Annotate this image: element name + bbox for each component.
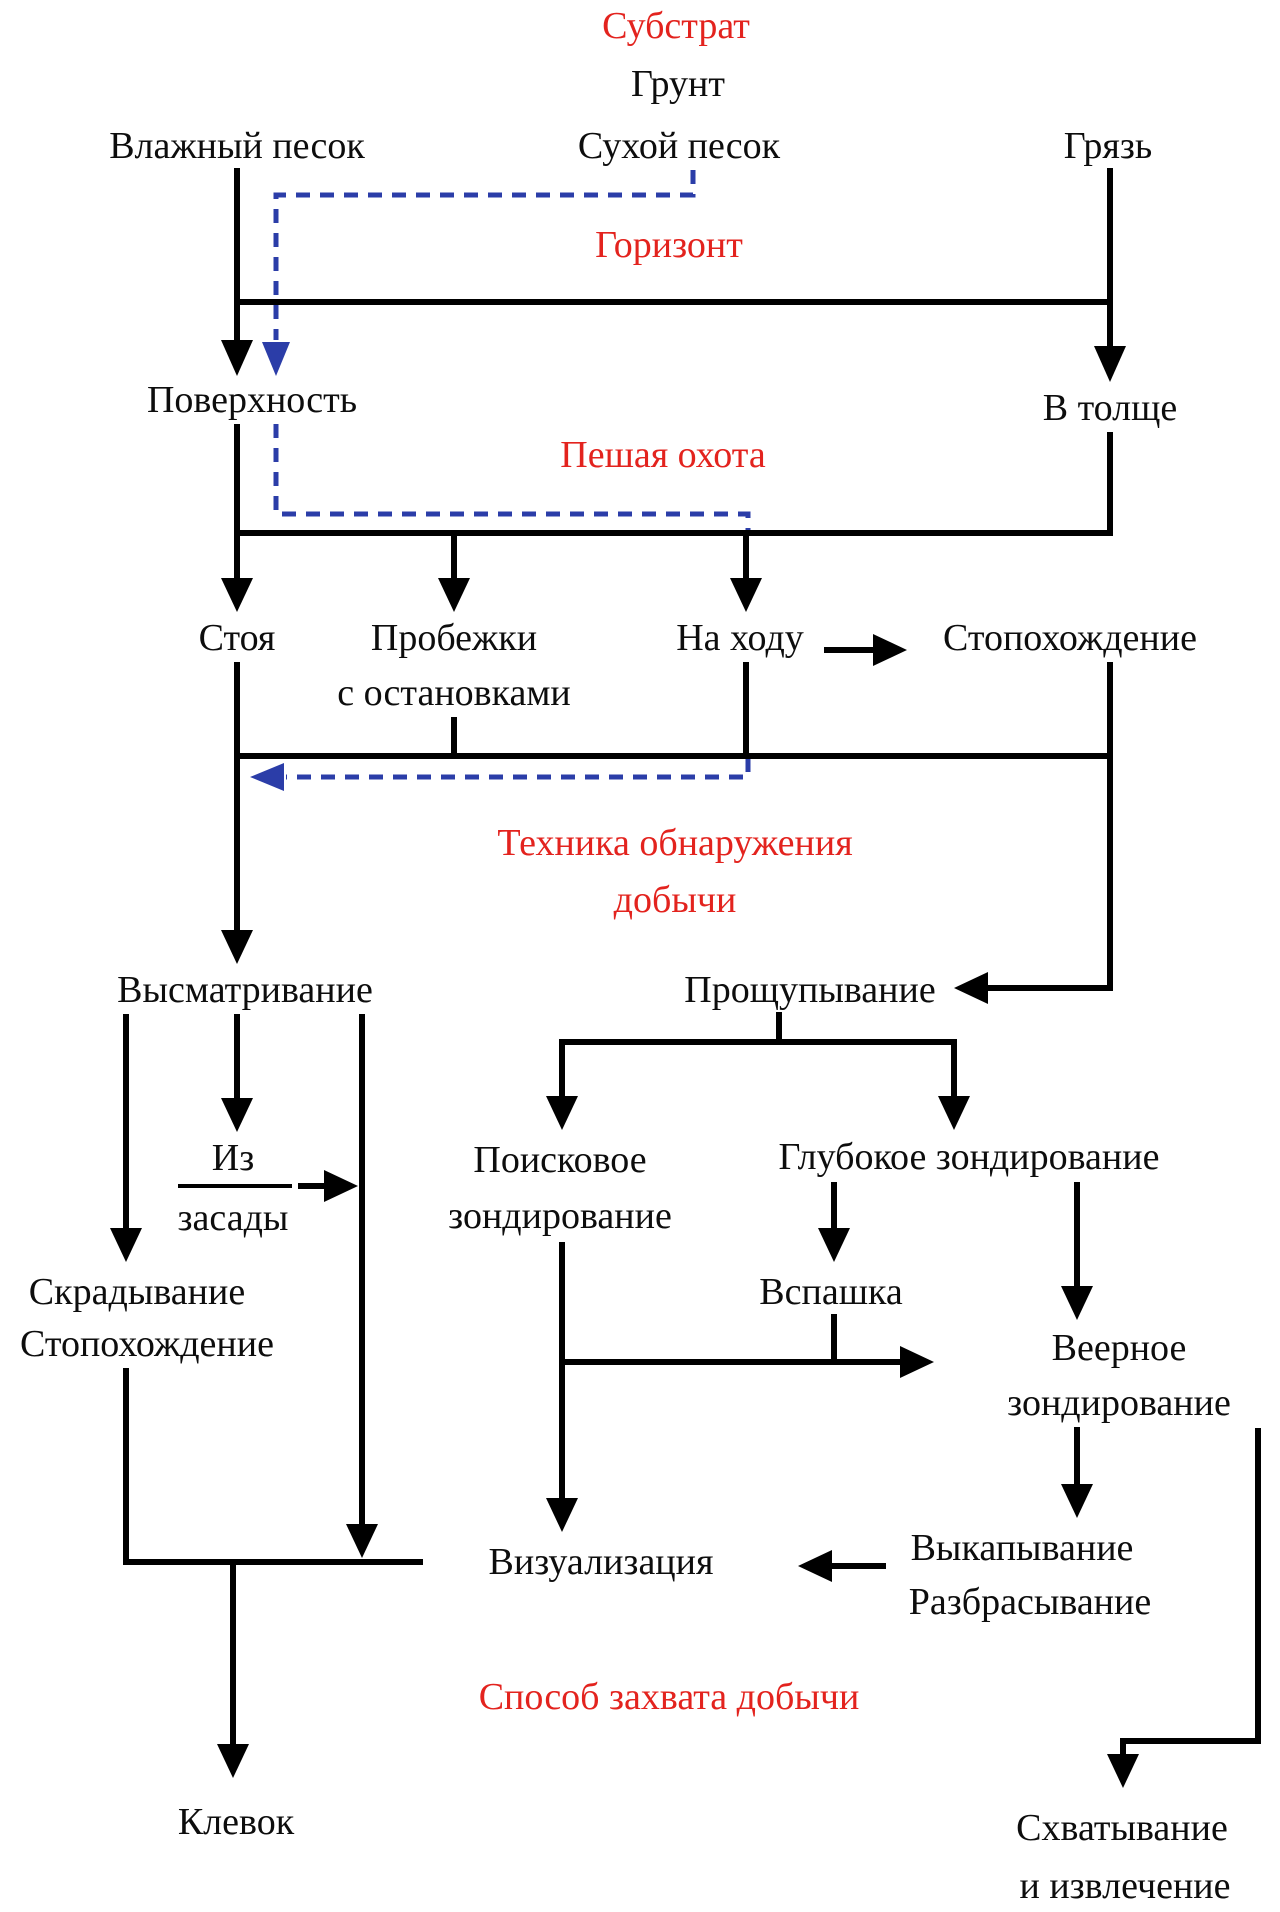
arrowhead-standing (221, 578, 253, 612)
arrowhead-peck (217, 1744, 249, 1778)
node-mud: Грязь (1063, 125, 1153, 167)
arrowhead-footwalking (873, 634, 907, 666)
black-arrowheads (110, 340, 1139, 1788)
arrowhead-deepprobing (938, 1096, 970, 1130)
arrowhead-bypass-junction (346, 1524, 378, 1558)
edge-stalking-junction (123, 1368, 423, 1565)
black-connectors (123, 168, 1261, 1756)
prey-detection-header-line1: Техника обнаружения (497, 822, 853, 864)
node-grasping-line2: и извлечение (1019, 1865, 1231, 1907)
node-foot-walking: Стопохождение (943, 617, 1197, 659)
arrowhead-plowing (818, 1228, 850, 1262)
blue-arrowhead-standing (250, 763, 284, 791)
walking-hunt-header: Пешая охота (560, 434, 766, 476)
arrowhead-searchprobing (546, 1096, 578, 1130)
node-dry-sand: Сухой песок (577, 125, 781, 167)
node-visualization: Визуализация (488, 1541, 714, 1583)
node-grasping-line1: Схватывание (1016, 1807, 1228, 1849)
node-surface: Поверхность (146, 379, 358, 421)
prey-capture-header: Способ захвата добычи (478, 1676, 860, 1718)
blue-edge-return-standing (286, 758, 751, 780)
arrowhead-ambush (221, 1098, 253, 1132)
arrowhead-probing (954, 972, 988, 1004)
node-fan-probing-line1: Веерное (1051, 1327, 1187, 1369)
horizon-header: Горизонт (595, 224, 743, 266)
arrowhead-fanprobing-merge (900, 1346, 934, 1378)
node-peck: Клевок (177, 1801, 295, 1843)
arrowhead-surface (221, 340, 253, 376)
node-search-probing-line1: Поисковое (473, 1139, 647, 1181)
node-in-depth: В толще (1042, 387, 1178, 429)
arrowhead-indepth (1094, 346, 1126, 382)
arrowhead-visualization-left (798, 1550, 832, 1582)
node-deep-probing: Глубокое зондирование (778, 1136, 1160, 1178)
node-wet-sand: Влажный песок (109, 125, 365, 167)
arrowhead-digging (1061, 1484, 1093, 1518)
blue-dashed-routes (250, 170, 751, 791)
arrowhead-fanprobing (1061, 1286, 1093, 1320)
arrowhead-stalking (110, 1228, 142, 1262)
blue-edge-surface-huntline (273, 424, 751, 532)
node-ambush-line1: Из (211, 1137, 255, 1179)
arrowhead-onthemove (730, 578, 762, 612)
node-looking-out: Высматривание (117, 969, 373, 1011)
arrowhead-ambush-merge (324, 1170, 358, 1202)
prey-detection-header-line2: добычи (613, 879, 737, 921)
node-stalking-line1: Скрадывание (28, 1271, 246, 1313)
arrowhead-runs (438, 578, 470, 612)
node-stalking-line2: Стопохождение (20, 1323, 274, 1365)
node-runs-line1: Пробежки (370, 617, 538, 659)
node-standing: Стоя (198, 617, 276, 659)
node-search-probing-line2: зондирование (448, 1195, 672, 1237)
node-ground: Грунт (630, 63, 726, 105)
edge-footwalking-probing (988, 662, 1113, 991)
blue-edge-drysand-surface (273, 170, 696, 340)
node-fan-probing-line2: зондирование (1007, 1382, 1231, 1424)
blue-arrowhead-surface (262, 342, 290, 376)
edge-fan-grasping (1120, 1428, 1261, 1756)
node-digging-line2: Разбрасывание (908, 1581, 1152, 1623)
node-ambush-line2: засады (177, 1197, 289, 1239)
node-on-the-move: На ходу (676, 617, 804, 659)
arrowhead-visualization (546, 1498, 578, 1532)
node-plowing: Вспашка (759, 1271, 903, 1313)
edge-probing-split (559, 1012, 957, 1045)
arrowhead-grasping (1107, 1754, 1139, 1788)
node-probing: Прощупывание (684, 969, 936, 1011)
arrowhead-lookout (221, 930, 253, 964)
node-digging-line1: Выкапывание (910, 1527, 1134, 1569)
node-runs-line2: с остановками (337, 672, 571, 714)
substrate-header: Субстрат (602, 5, 750, 47)
